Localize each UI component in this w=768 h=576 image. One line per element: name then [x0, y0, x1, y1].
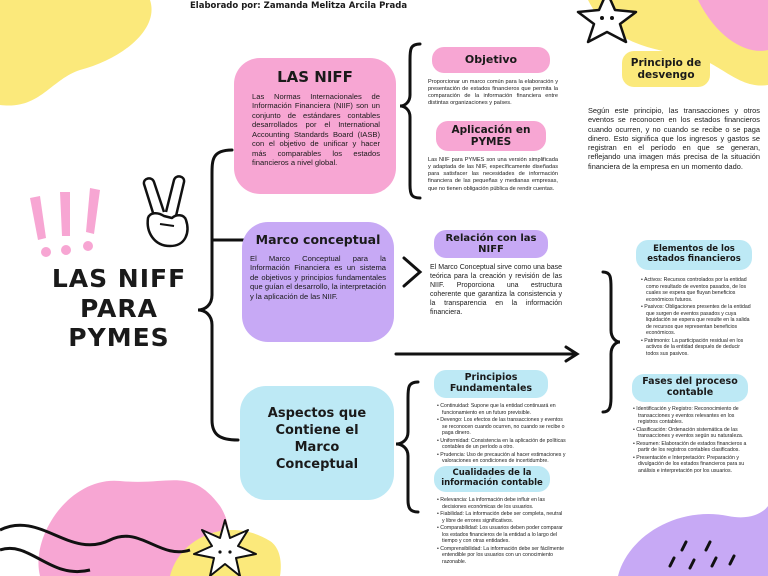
las-niff-text: Las Normas Internacionales de Informació… [252, 92, 380, 168]
main-title: LAS NIFF PARA PYMES [44, 264, 194, 353]
list-item: Clasificación: Ordenación sistemática de… [632, 427, 754, 440]
main-title-line-3: PYMES [68, 323, 170, 352]
main-title-line-1: LAS NIFF [51, 264, 187, 293]
author-credit: Elaborado por: Zamanda Melitza Arcila Pr… [190, 1, 408, 11]
aspectos-card [240, 386, 394, 500]
sun-burst-icon [193, 519, 257, 576]
dots-bottom-right [668, 540, 736, 570]
list-item: Pasivos: Obligaciones presentes de la en… [640, 304, 752, 337]
fases-list: Identificación y Registro: Reconocimient… [632, 406, 754, 475]
cualidades-list: Relevancia: La información debe influir … [436, 497, 564, 566]
list-item: Patrimonio: La participación residual en… [640, 338, 752, 358]
cualidades-title: Cualidades de la información contable [434, 466, 550, 492]
peace-hand-icon [142, 175, 189, 248]
elementos-title: Elementos de los estados financieros [636, 240, 752, 270]
aspectos-title: Aspectos que Contiene el Marco Conceptua… [267, 406, 367, 472]
list-item: Devengo: Los efectos de las transaccione… [436, 417, 568, 437]
exclamation-marks-icon [30, 188, 100, 257]
devengo-text: Según este principio, las transacciones … [588, 106, 760, 171]
list-item: Identificación y Registro: Reconocimient… [632, 406, 754, 426]
fases-title: Fases del proceso contable [632, 374, 748, 402]
list-item: Fiabilidad: La información debe ser comp… [436, 511, 564, 524]
relacion-text: El Marco Conceptual sirve como una base … [430, 264, 562, 316]
principios-list: Continuidad: Supone que la entidad conti… [436, 403, 568, 466]
relacion-title: Relación con las NIFF [434, 230, 548, 258]
objetivo-title: Objetivo [432, 47, 550, 73]
las-niff-card [234, 58, 396, 194]
pink-blob-top-right [698, 0, 768, 51]
yellow-blob-top-left [0, 0, 152, 106]
list-item: Uniformidad: Consistencia en la aplicaci… [436, 438, 568, 451]
marco-title: Marco conceptual [255, 232, 381, 247]
squiggle-decoration [0, 523, 191, 574]
marco-text: El Marco Conceptual para la Información … [250, 254, 386, 301]
list-item: Continuidad: Supone que la entidad conti… [436, 403, 568, 416]
aplicacion-text: Las NIIF para PYMES son una versión simp… [428, 157, 558, 192]
las-niff-title: LAS NIFF [277, 68, 353, 86]
list-item: Comprensibilidad: La información debe se… [436, 546, 564, 566]
marco-card [242, 222, 394, 342]
main-title-line-2: PARA [80, 293, 158, 323]
aplicacion-title: Aplicación en PYMES [436, 121, 546, 151]
lavender-blob-bottom-right [618, 506, 768, 576]
list-item: Comparabilidad: Los usuarios deben poder… [436, 525, 564, 545]
elementos-list: Activos: Recursos controlados por la ent… [640, 277, 752, 358]
devengo-title: Principio de desvengo [622, 51, 710, 87]
list-item: Prudencia: Uso de precaución al hacer es… [436, 452, 568, 465]
list-item: Activos: Recursos controlados por la ent… [640, 277, 752, 303]
list-item: Relevancia: La información debe influir … [436, 497, 564, 510]
star-icon [576, 0, 638, 44]
list-item: Resumen: Elaboración de estados financie… [632, 441, 754, 454]
principios-title: Principios Fundamentales [434, 370, 548, 398]
list-item: Presentación e Interpretación: Preparaci… [632, 455, 754, 475]
objetivo-text: Proporcionar un marco común para la elab… [428, 79, 558, 107]
